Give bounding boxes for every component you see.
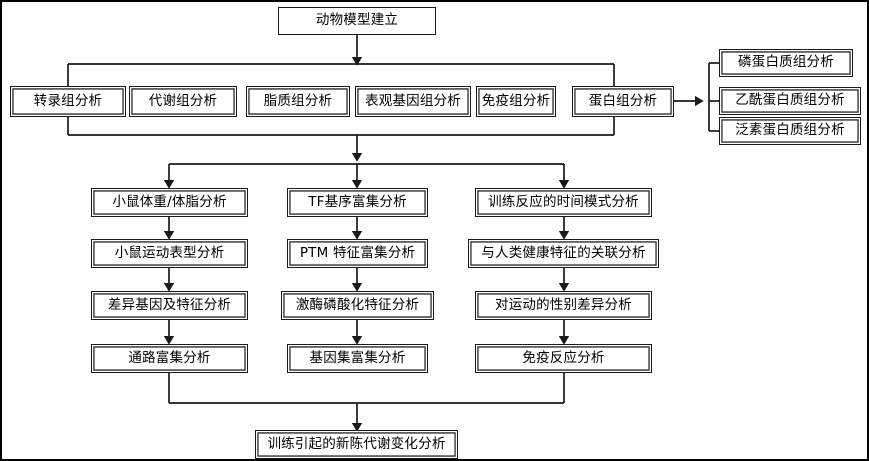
node-tf-motif-enrichment[interactable]: TF基序富集分析 (287, 188, 428, 217)
node-label: PTM 特征富集分析 (299, 244, 416, 261)
node-label: 训练引起的新陈代谢变化分析 (267, 435, 446, 452)
node-training-induced-metabolic-change[interactable]: 训练引起的新陈代谢变化分析 (255, 430, 458, 459)
node-acetylproteomics[interactable]: 乙酰蛋白质组分析 (719, 87, 861, 115)
node-label: 乙酰蛋白质组分析 (735, 92, 845, 109)
node-pathway-enrichment[interactable]: 通路富集分析 (91, 344, 248, 373)
node-label: 免疫反应分析 (522, 349, 605, 366)
node-human-health-trait-association[interactable]: 与人类健康特征的关联分析 (468, 239, 659, 268)
node-label: 对运动的性别差异分析 (495, 296, 632, 313)
node-exercise-sex-difference[interactable]: 对运动的性别差异分析 (475, 291, 652, 320)
node-proteomics[interactable]: 蛋白组分析 (572, 86, 674, 117)
node-deg-feature-analysis[interactable]: 差异基因及特征分析 (91, 291, 248, 320)
node-immune-response-analysis[interactable]: 免疫反应分析 (475, 344, 652, 373)
node-label: 通路富集分析 (128, 349, 211, 366)
node-mouse-weight-bodyfat[interactable]: 小鼠体重/体脂分析 (91, 188, 248, 217)
node-epigenomics[interactable]: 表观基因组分析 (355, 86, 471, 117)
node-label: 代谢组分析 (148, 92, 218, 109)
node-ubiquitinproteomics[interactable]: 泛素蛋白质组分析 (719, 117, 861, 145)
node-label: 小鼠运动表型分析 (114, 244, 225, 261)
node-transcriptomics[interactable]: 转录组分析 (10, 86, 126, 117)
node-label: 脂质组分析 (263, 92, 333, 109)
node-gene-set-enrichment[interactable]: 基因集富集分析 (287, 344, 428, 373)
node-label: 小鼠体重/体脂分析 (112, 193, 227, 210)
node-phosphoproteomics[interactable]: 磷蛋白质组分析 (719, 49, 853, 77)
node-lipidomics[interactable]: 脂质组分析 (246, 86, 350, 117)
node-kinase-phosphorylation-feature[interactable]: 激酶磷酸化特征分析 (281, 291, 434, 320)
node-animal-model[interactable]: 动物模型建立 (278, 7, 436, 35)
node-label: 动物模型建立 (315, 12, 399, 29)
node-label: 转录组分析 (33, 92, 103, 109)
node-label: 磷蛋白质组分析 (738, 54, 834, 71)
node-label: 蛋白组分析 (588, 92, 658, 109)
node-label: 训练反应的时间模式分析 (488, 193, 639, 210)
node-metabolomics[interactable]: 代谢组分析 (129, 86, 237, 117)
node-ptm-feature-enrichment[interactable]: PTM 特征富集分析 (287, 239, 428, 268)
node-label: 基因集富集分析 (309, 349, 406, 366)
node-label: 泛素蛋白质组分析 (735, 122, 845, 139)
node-label: 差异基因及特征分析 (107, 296, 232, 313)
node-immunomics[interactable]: 免疫组分析 (476, 86, 556, 117)
node-label: 表观基因组分析 (365, 92, 461, 109)
node-label: TF基序富集分析 (308, 193, 407, 210)
node-mouse-exercise-phenotype[interactable]: 小鼠运动表型分析 (91, 239, 248, 268)
node-training-response-temporal-pattern[interactable]: 训练反应的时间模式分析 (475, 188, 652, 217)
node-label: 激酶磷酸化特征分析 (295, 296, 420, 313)
node-label: 免疫组分析 (481, 92, 551, 109)
node-label: 与人类健康特征的关联分析 (481, 244, 646, 261)
